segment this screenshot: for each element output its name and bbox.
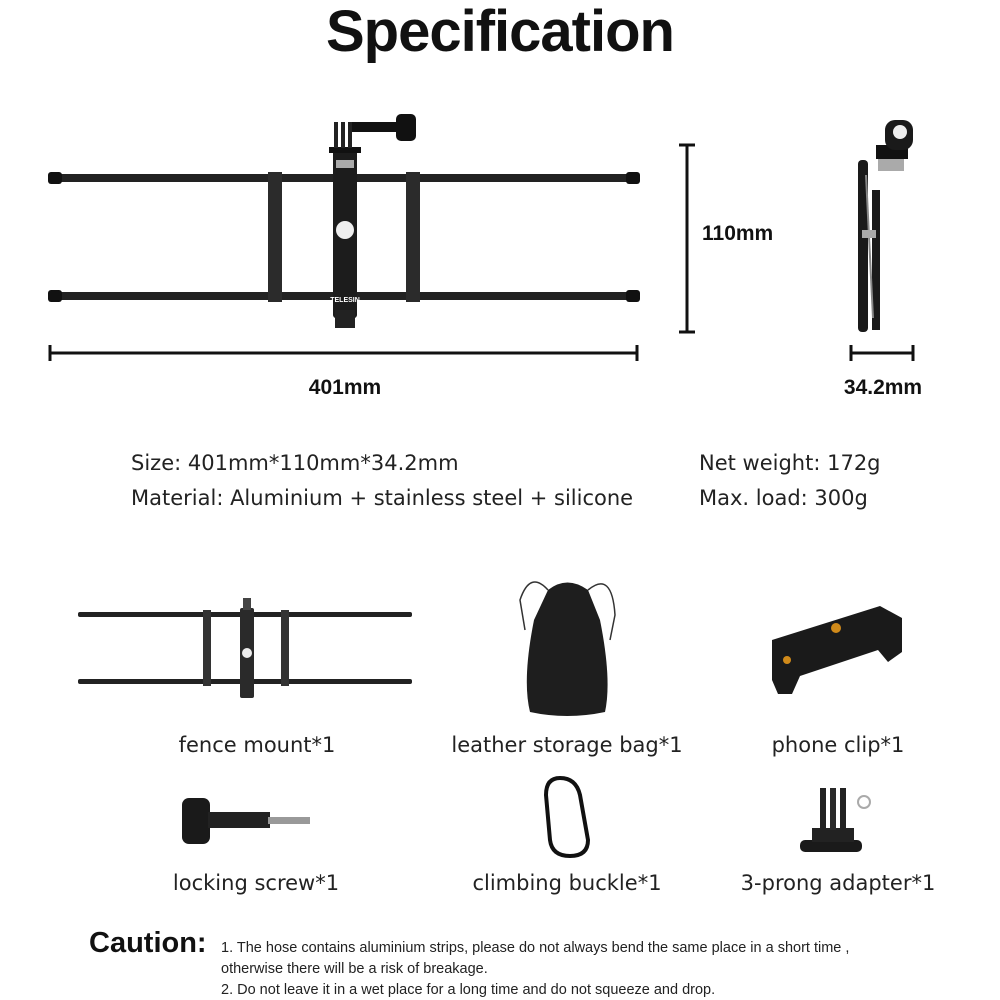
fence-mount-icon [78, 598, 412, 698]
height-dimension-label: 110mm [702, 222, 774, 245]
accessory-label: climbing buckle*1 [472, 871, 662, 895]
locking-screw-icon [182, 798, 310, 844]
accessory-label: phone clip*1 [771, 733, 905, 757]
caution-line: otherwise there will be a risk of breaka… [221, 961, 488, 977]
spec-size: Size: 401mm*110mm*34.2mm [131, 451, 459, 475]
spec-material: Material: Aluminium + stainless steel + … [131, 486, 634, 510]
caution-text: 1. The hose contains aluminium strips, p… [221, 938, 849, 1000]
accessory-label: fence mount*1 [178, 733, 336, 757]
brand-logo: TELESIN [330, 297, 360, 304]
page-title: Specification [326, 0, 675, 64]
spec-weight: Net weight: 172g [699, 451, 881, 475]
phone-clip-icon [772, 606, 902, 694]
accessory-label: 3-prong adapter*1 [740, 871, 936, 895]
dimension-lines [48, 143, 915, 361]
caution-heading: Caution: [89, 927, 207, 959]
length-dimension-label: 401mm [308, 376, 382, 399]
caution-line: 2. Do not leave it in a wet place for a … [221, 982, 716, 998]
spec-load: Max. load: 300g [699, 486, 868, 510]
accessory-label: leather storage bag*1 [451, 733, 683, 757]
fence-mount-front-view: TELESIN [48, 114, 640, 328]
three-prong-adapter-icon [800, 788, 871, 852]
depth-dimension-label: 34.2mm [843, 376, 923, 399]
caution-line: 1. The hose contains aluminium strips, p… [221, 940, 850, 956]
storage-bag-icon [519, 581, 616, 716]
climbing-buckle-icon [543, 775, 591, 859]
accessory-label: locking screw*1 [172, 871, 340, 895]
fence-mount-side-view [858, 120, 913, 332]
